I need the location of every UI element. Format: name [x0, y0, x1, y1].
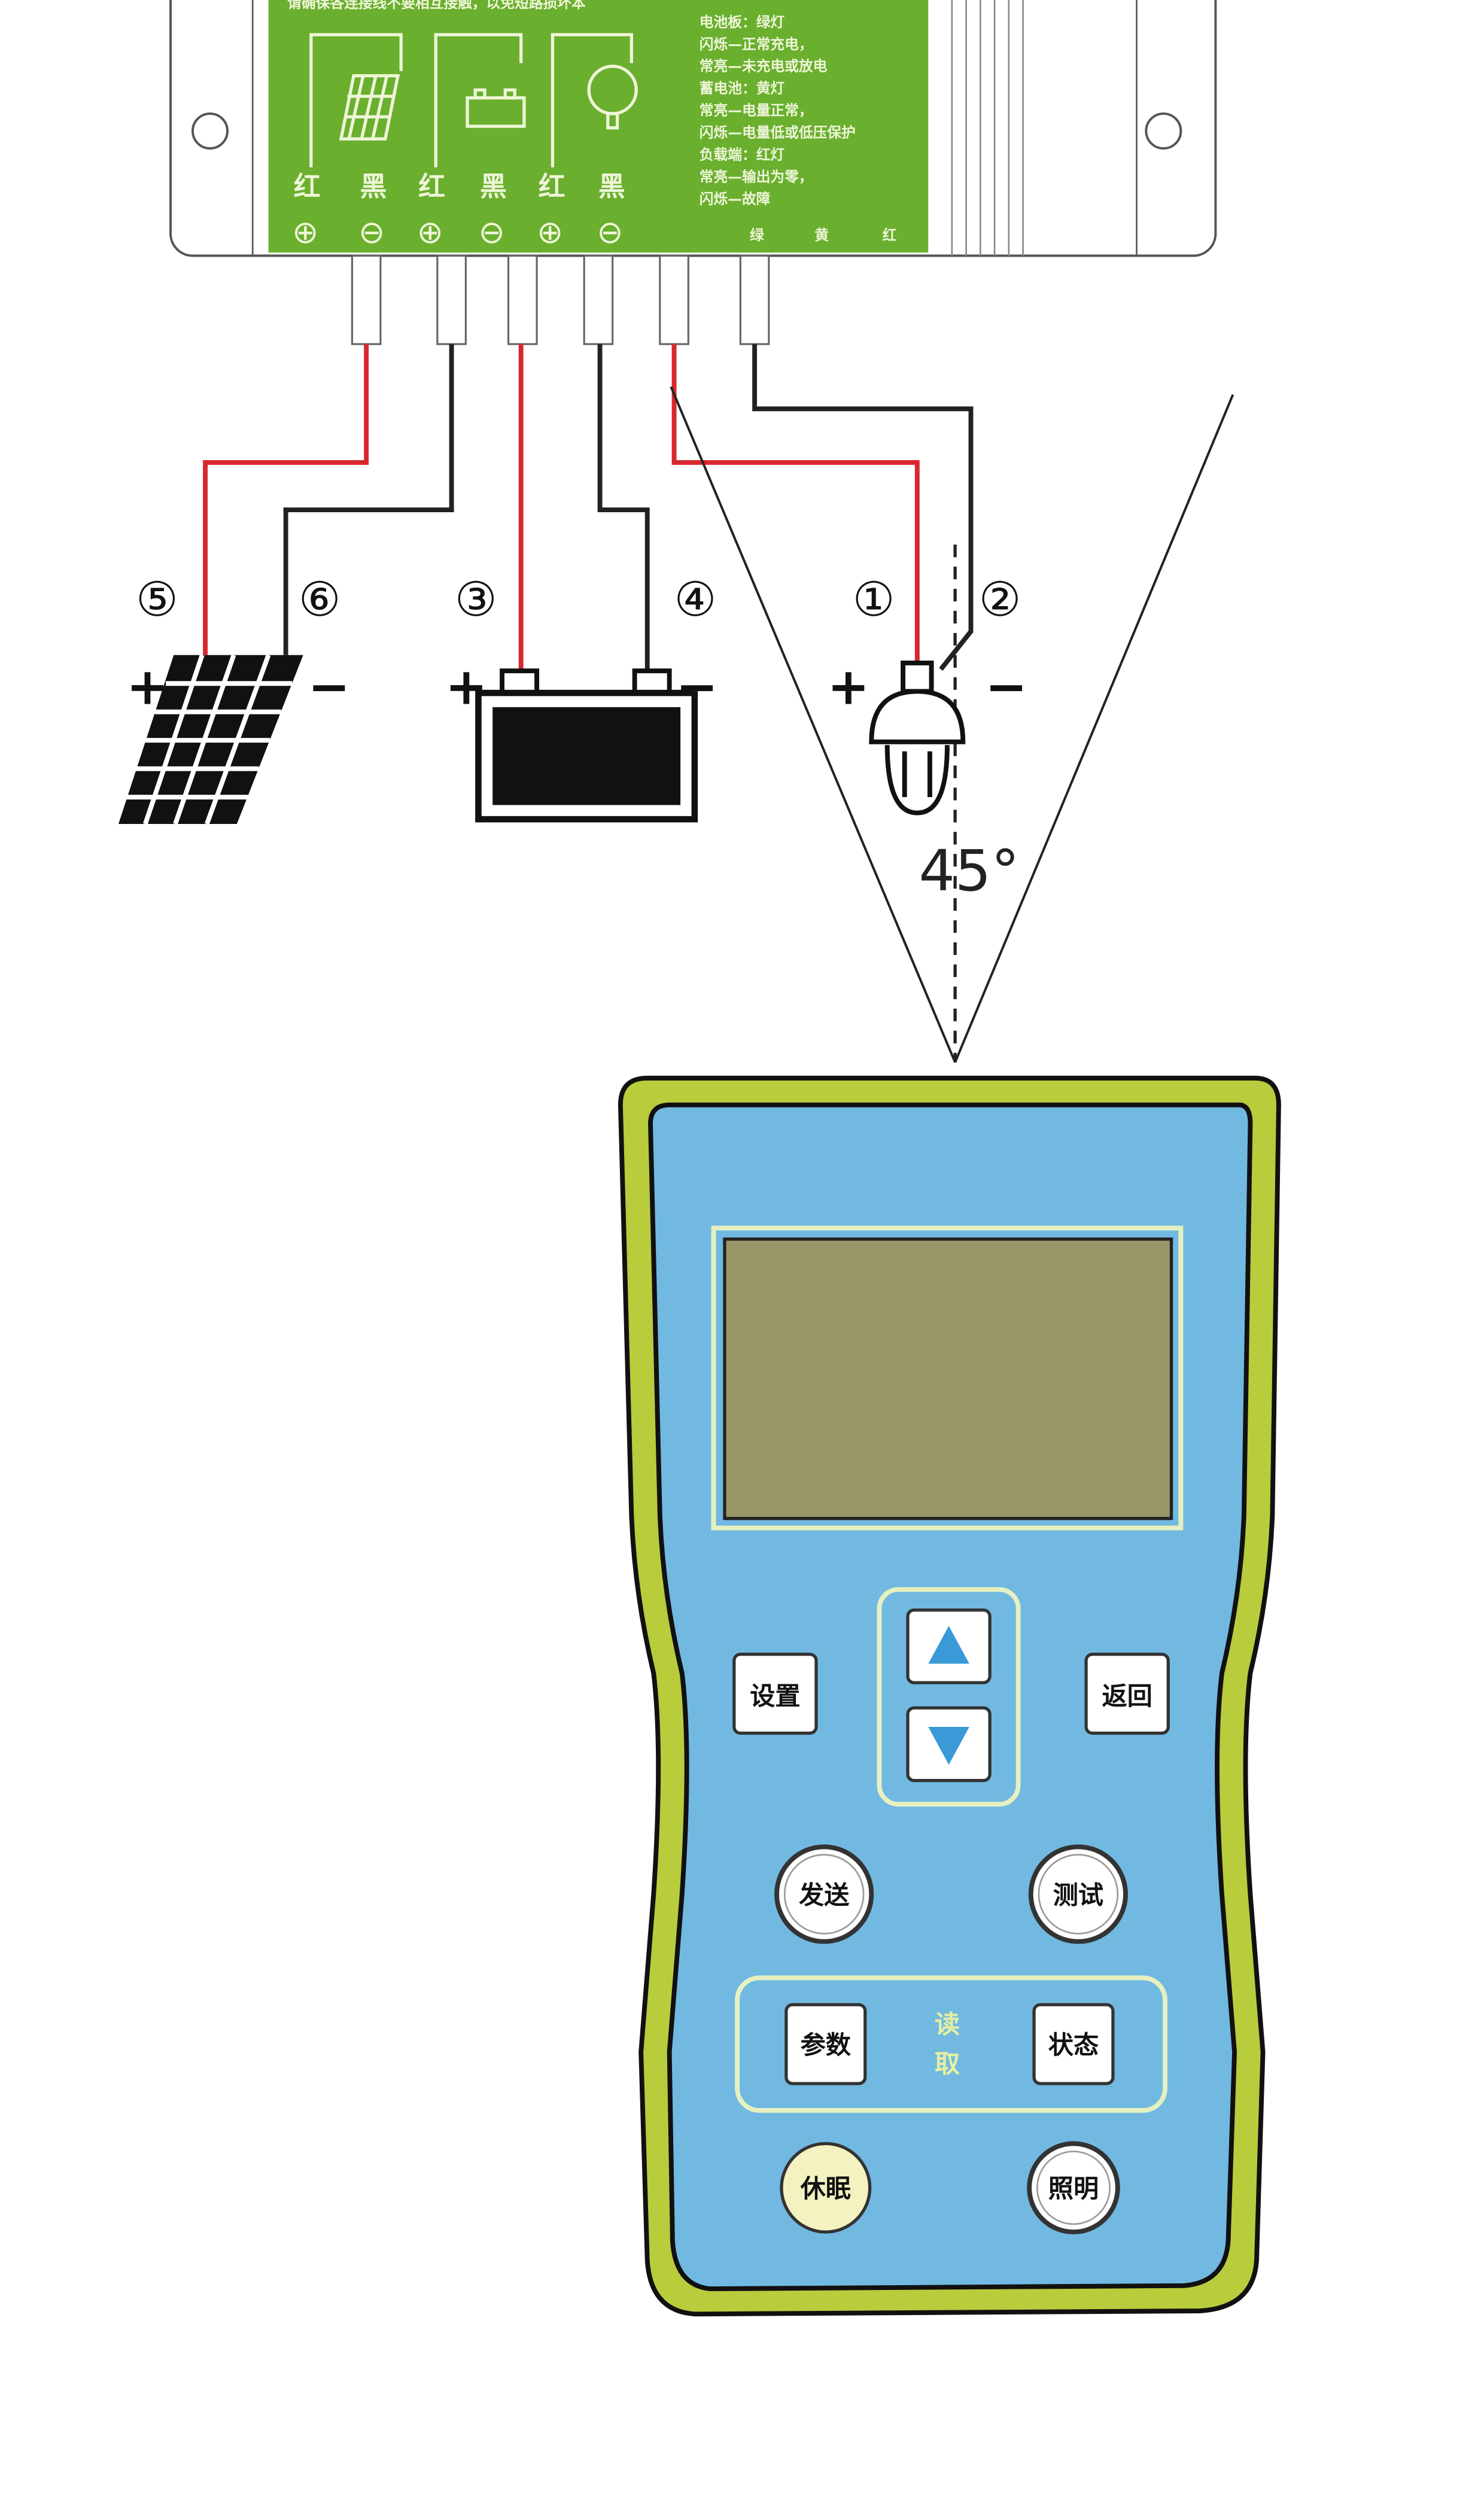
plus-sign: + [827, 658, 869, 716]
legend-line: 闪烁—电量低或低压保护 [700, 124, 856, 141]
arrow-up-icon [928, 1626, 969, 1664]
terminal-label: 红 [294, 171, 321, 202]
minus-sign: − [985, 658, 1027, 716]
marker-4: ④ [674, 572, 717, 627]
legend-line: 常亮—电量正常， [700, 102, 813, 119]
read-label: 读 [935, 2010, 960, 2039]
angle-label: 45° [919, 838, 1019, 904]
status-button[interactable]: 状态 [1032, 2003, 1115, 2085]
wire-markers: ⑤ ⑥ ③ ④ ① ② [136, 572, 1021, 627]
led-label: 黄 [814, 227, 829, 244]
mount-hole-icon [1145, 112, 1182, 150]
minus-terminal-icon: ⊖ [478, 214, 504, 251]
plus-terminal-icon: ⊕ [537, 214, 563, 251]
plus-terminal-icon: ⊕ [417, 214, 443, 251]
marker-2: ② [979, 572, 1021, 627]
light-label: 照明 [1048, 2174, 1099, 2203]
lamp-icon [869, 660, 966, 816]
warning-text: 请确保各连接线不要相互接触，以免短路损坏本 [287, 0, 586, 11]
sleep-label: 休眠 [800, 2174, 851, 2203]
test-button[interactable]: 测试 [1028, 1844, 1128, 1944]
terminal-label: 红 [539, 171, 565, 202]
down-button[interactable] [906, 1706, 992, 1783]
handheld-tester: 设置 返回 发送 测试 参数 读 取 状态 休眠 [618, 1075, 1281, 2317]
set-label: 设置 [750, 1681, 800, 1711]
back-button[interactable]: 返回 [1084, 1652, 1170, 1735]
led-label: 红 [883, 227, 897, 244]
battery-icon [475, 668, 698, 823]
plus-sign: + [445, 658, 488, 716]
plus-terminal-icon: ⊕ [292, 214, 318, 251]
legend-line: 闪烁—故障 [700, 190, 771, 207]
legend-line: 常亮—未充电或放电 [700, 58, 828, 75]
plus-sign: + [126, 658, 169, 716]
test-label: 测试 [1053, 1880, 1103, 1909]
legend-line: 蓄电池：黄灯 [700, 80, 785, 97]
read-label: 取 [935, 2049, 960, 2079]
marker-1: ① [853, 572, 895, 627]
send-button[interactable]: 发送 [774, 1844, 874, 1944]
solar-panel-icon [118, 654, 303, 825]
light-button[interactable]: 照明 [1027, 2141, 1120, 2235]
minus-sign: − [308, 658, 351, 716]
lcd-screen [723, 1237, 1173, 1520]
minus-terminal-icon: ⊖ [358, 214, 385, 251]
terminal-label: 黑 [598, 171, 625, 202]
up-button[interactable] [906, 1608, 992, 1684]
nav-pad [877, 1587, 1021, 1807]
legend-line: 常亮—输出为零， [700, 168, 813, 185]
viewing-angle [670, 386, 1234, 1063]
terminal-label: 红 [418, 171, 445, 202]
label-panel [268, 0, 929, 253]
terminal-pins [351, 254, 770, 345]
marker-6: ⑥ [299, 572, 341, 627]
set-button[interactable]: 设置 [732, 1652, 818, 1735]
legend-line: 闪烁—正常充电， [700, 36, 813, 53]
send-label: 发送 [799, 1880, 850, 1909]
marker-5: ⑤ [136, 572, 178, 627]
back-label: 返回 [1102, 1681, 1152, 1711]
params-label: 参数 [801, 2030, 852, 2060]
arrow-down-icon [928, 1726, 969, 1765]
marker-3: ③ [455, 572, 497, 627]
led-label: 绿 [750, 227, 764, 244]
terminal-label: 黑 [360, 171, 387, 202]
legend-line: 电池板：绿灯 [700, 14, 785, 31]
status-label: 状态 [1048, 2030, 1099, 2060]
charge-controller: 请确保各连接线不要相互接触，以免短路损坏本 红 黑 红 黑 红 黑 ⊕ ⊖ ⊕ … [169, 0, 1217, 345]
sleep-button[interactable]: 休眠 [780, 2142, 872, 2234]
legend-line: 负载端：红灯 [700, 146, 785, 163]
params-button[interactable]: 参数 [784, 2003, 867, 2085]
mount-hole-icon [191, 112, 229, 150]
minus-sign: − [676, 658, 718, 716]
terminal-label: 黑 [480, 171, 507, 202]
wires [203, 344, 974, 676]
battery-icon [466, 96, 526, 128]
minus-terminal-icon: ⊖ [597, 214, 623, 251]
read-group [735, 1975, 1167, 2113]
